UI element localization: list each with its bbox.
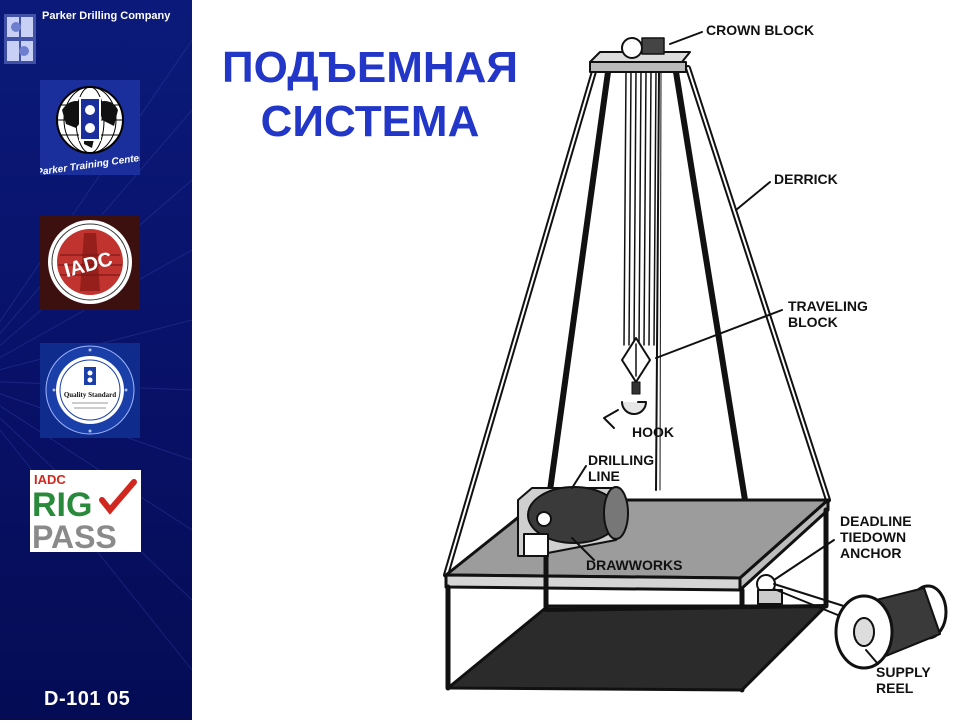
label-drawworks: DRAWWORKS <box>586 557 683 573</box>
label-drilling-line: DRILLING LINE <box>588 452 655 484</box>
label-deadline-anchor: DEADLINE TIEDOWN ANCHOR <box>840 513 912 561</box>
hook-icon <box>621 401 647 415</box>
iadc-logo: IADC <box>40 215 140 310</box>
label-hook: HOOK <box>632 424 674 440</box>
drawworks-icon <box>517 486 629 557</box>
label-derrick: DERRICK <box>774 171 838 187</box>
slide-code: D-101 05 <box>44 688 131 710</box>
rigpass-pass-text: PASS <box>32 519 117 552</box>
slide-title-line-1: ПОДЪЕМНАЯ <box>221 43 519 92</box>
parker-training-center-logo: Parker Training Center <box>36 80 145 178</box>
hoisting-system-diagram: CROWN BLOCK DERRICK TRAVELING BLOCK HOOK… <box>420 0 960 720</box>
rigpass-rig-text: RIG <box>32 486 92 524</box>
label-supply-reel: SUPPLY REEL <box>876 664 931 696</box>
crown-sheave-icon <box>621 37 643 59</box>
sidebar: Parker Drilling Company Parker Training … <box>0 0 192 720</box>
rig-drawing <box>443 31 948 693</box>
training-center-text: Parker Training Center <box>40 152 140 175</box>
label-crown-block: CROWN BLOCK <box>706 22 815 38</box>
substructure-base <box>446 604 828 692</box>
checkmark-icon <box>99 479 137 515</box>
quality-assured-seal: Quality Standard <box>40 343 140 438</box>
qa-center-text: Quality Standard <box>64 391 116 399</box>
parker-pd-icon <box>4 14 36 64</box>
deadline-anchor-icon <box>756 574 851 621</box>
supply-reel-icon <box>834 584 948 670</box>
rigpass-iadc-text: IADC <box>34 472 66 487</box>
company-name: Parker Drilling Company <box>42 10 171 22</box>
leader-lines <box>571 31 879 665</box>
slide-title-line-2: СИСТЕМА <box>260 97 480 146</box>
iadc-rigpass-logo: IADC RIG PASS <box>30 470 141 555</box>
label-traveling-block: TRAVELING BLOCK <box>788 298 868 330</box>
